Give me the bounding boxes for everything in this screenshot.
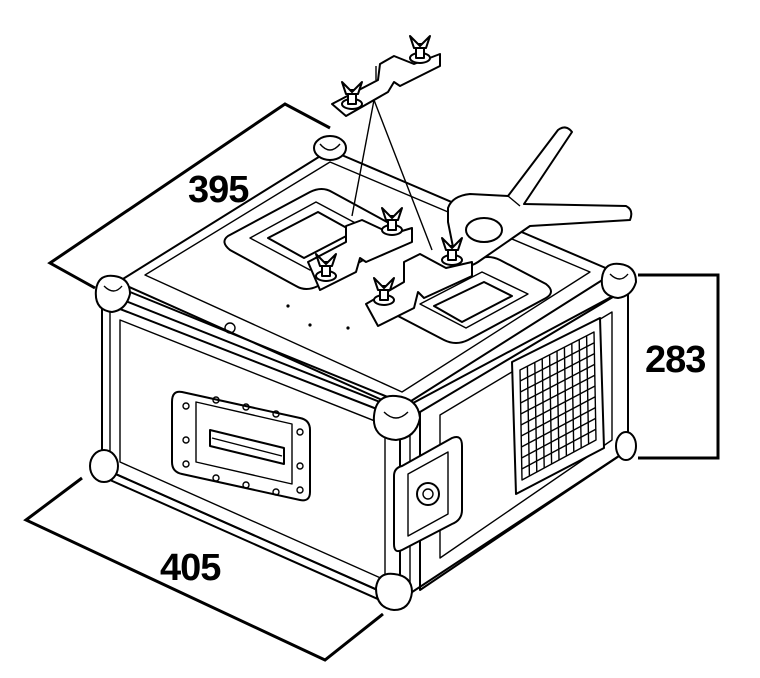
corner-bottom-front — [375, 572, 413, 611]
corner-top-right — [600, 262, 637, 299]
rigging-bracket-left — [307, 207, 413, 291]
corner-protectors — [89, 135, 637, 611]
truss-clamp — [447, 126, 633, 267]
corner-top-left — [94, 274, 131, 313]
rigging-bracket-top — [331, 35, 441, 251]
wing-bolt — [341, 81, 363, 110]
wing-bolt — [315, 253, 337, 282]
depth-label: 395 — [188, 169, 249, 211]
corner-bottom-right — [615, 431, 637, 461]
height-label: 283 — [645, 339, 705, 381]
wing-bolt — [373, 277, 395, 306]
width-label: 405 — [160, 547, 221, 589]
front-handle — [171, 390, 311, 502]
corner-bottom-left — [89, 449, 119, 483]
width-dimension: 405 — [23, 476, 384, 662]
depth-dimension: 395 — [47, 102, 331, 290]
vent-grille — [511, 317, 605, 495]
rigging-bracket-right — [365, 237, 473, 327]
side-latch — [393, 436, 463, 553]
wing-bolt — [381, 207, 403, 236]
corner-top-back — [313, 135, 347, 161]
height-dimension: 283 — [638, 273, 720, 460]
wing-bolt — [409, 35, 431, 64]
wing-bolt — [441, 237, 463, 266]
corner-top-front — [372, 394, 421, 441]
